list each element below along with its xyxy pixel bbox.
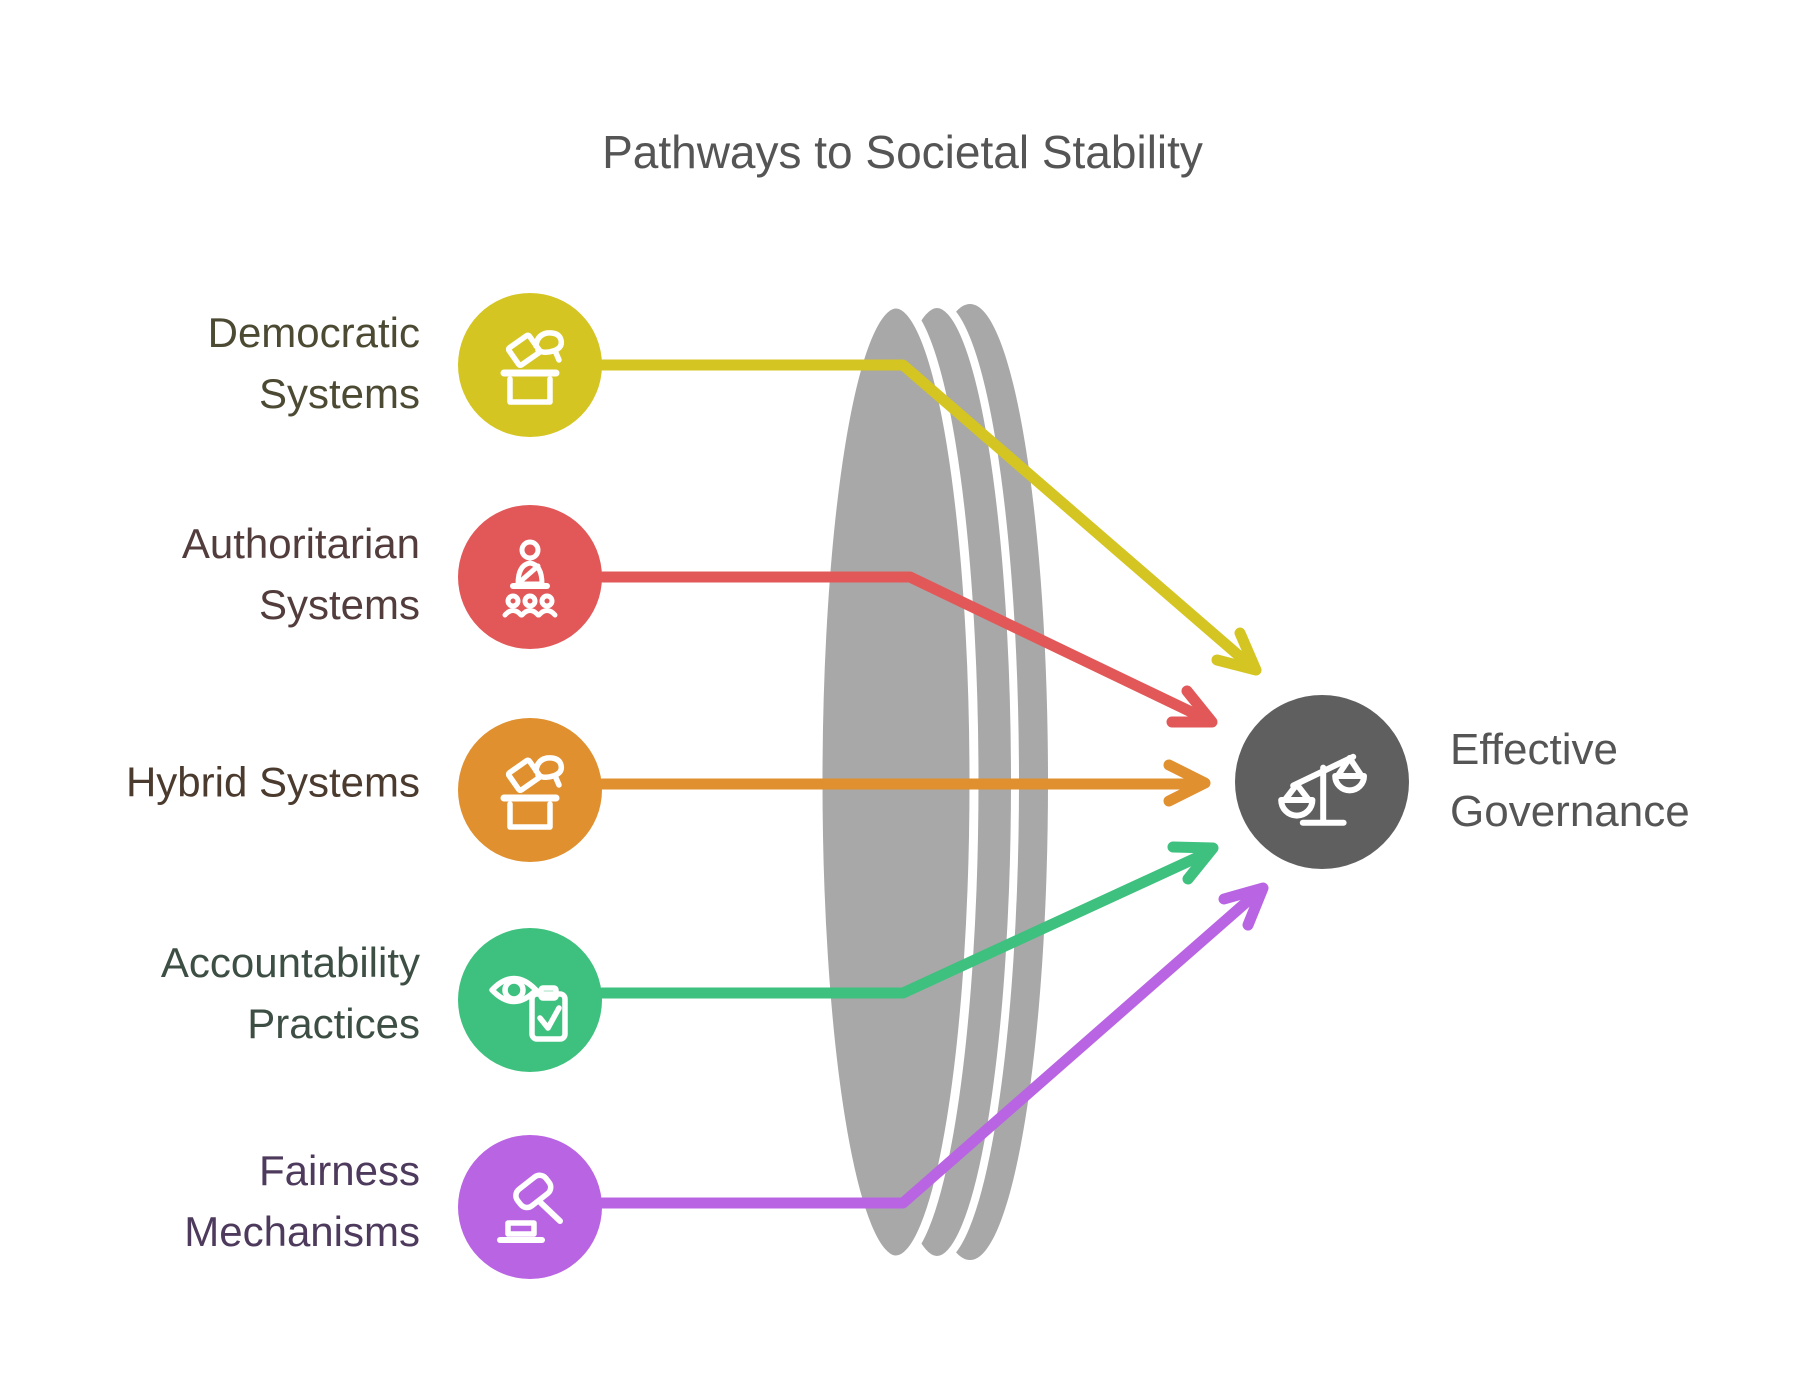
node-label-authoritarian-systems: Authoritarian Systems (181, 520, 420, 628)
node-circle-authoritarian-systems (458, 505, 602, 649)
outcome-label-effective-governance: Effective Governance (1450, 725, 1690, 836)
source-nodes (458, 293, 602, 1279)
node-label-hybrid-systems: Hybrid Systems (125, 758, 420, 806)
arrowhead-accountability-practices (1167, 841, 1219, 885)
arrow-fairness-mechanisms (596, 886, 1264, 1209)
arrowhead-hybrid-systems (1163, 759, 1211, 807)
page-title: Pathways to Societal Stability (602, 126, 1203, 178)
node-circle-hybrid-systems (458, 718, 602, 862)
arrowhead-authoritarian-systems (1166, 685, 1218, 728)
node-label-democratic-systems: Democratic Systems (207, 309, 420, 417)
pathway-arrows (596, 359, 1269, 1209)
outcome-node (1235, 695, 1409, 869)
arrowhead-democratic-systems (1211, 627, 1262, 676)
arrow-democratic-systems (596, 359, 1258, 673)
arrow-accountability-practices (596, 846, 1215, 999)
arrowhead-fairness-mechanisms (1218, 882, 1269, 931)
node-label-fairness-mechanisms: Fairness Mechanisms (184, 1147, 420, 1255)
node-label-accountability-practices: Accountability Practices (160, 939, 420, 1047)
node-circle-democratic-systems (458, 293, 602, 437)
arrow-authoritarian-systems (596, 571, 1214, 726)
